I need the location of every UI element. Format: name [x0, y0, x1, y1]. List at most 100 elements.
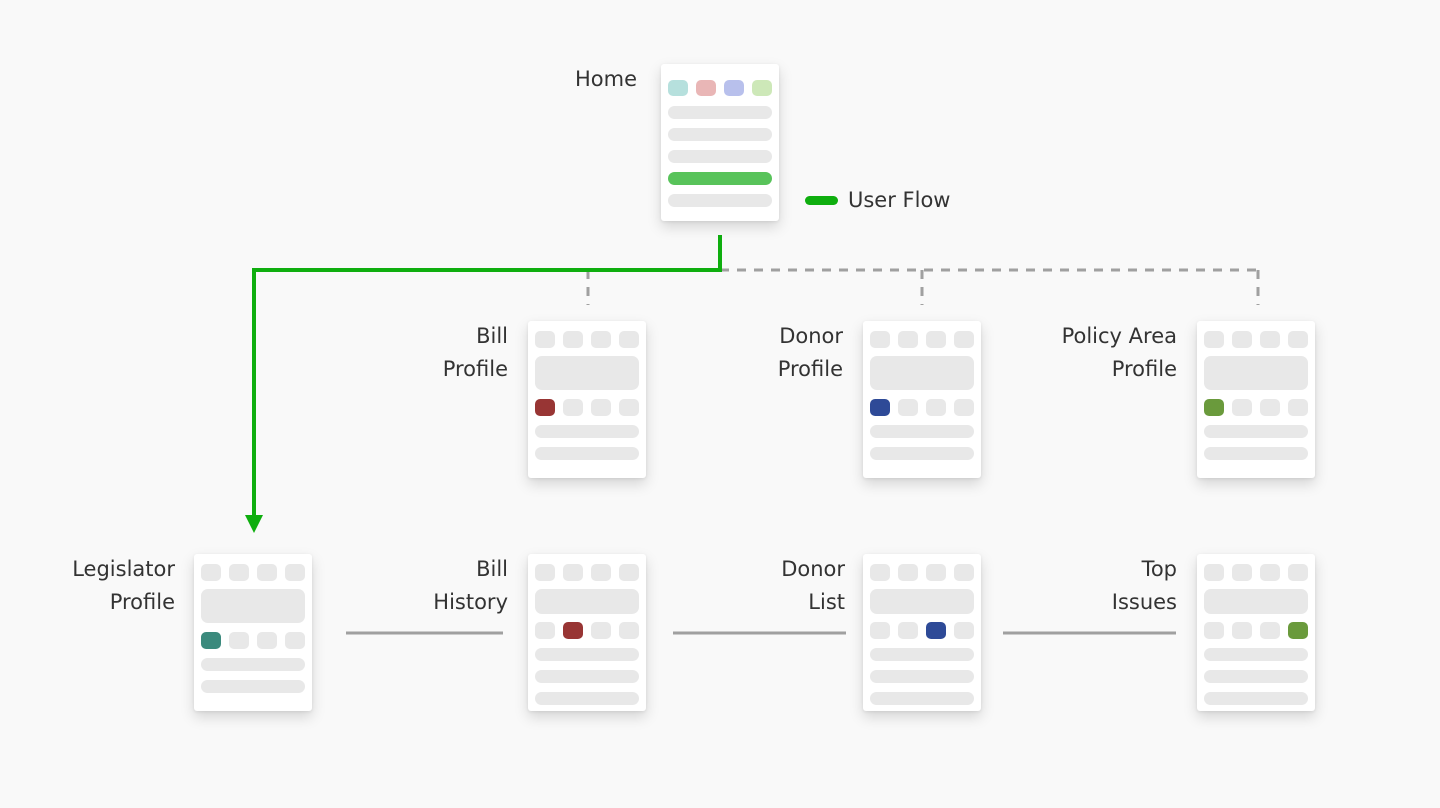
placeholder-square [257, 632, 277, 649]
placeholder-bar [535, 425, 639, 438]
placeholder-row [535, 622, 639, 639]
placeholder-square [898, 564, 918, 581]
placeholder-bar [535, 447, 639, 460]
legislator-accent-square [201, 632, 221, 649]
placeholder-square [954, 331, 974, 348]
placeholder-square [1232, 622, 1252, 639]
teal-swatch [668, 80, 688, 96]
placeholder-bar [870, 648, 974, 661]
placeholder-row [1204, 622, 1308, 639]
placeholder-square [591, 564, 611, 581]
legend-label: User Flow [848, 188, 951, 212]
bill-profile-label: Bill Profile [442, 324, 508, 381]
placeholder-square [926, 399, 946, 416]
donor-list-label: Donor List [781, 557, 845, 614]
placeholder-square [591, 399, 611, 416]
placeholder-block [535, 589, 639, 614]
placeholder-bar [1204, 692, 1308, 705]
placeholder-row [870, 399, 974, 416]
placeholder-row [1204, 331, 1308, 348]
placeholder-bar [668, 150, 772, 163]
placeholder-square [619, 331, 639, 348]
placeholder-square [591, 622, 611, 639]
placeholder-bar [668, 106, 772, 119]
placeholder-square [229, 564, 249, 581]
placeholder-block [1204, 589, 1308, 614]
placeholder-block [870, 589, 974, 614]
placeholder-square [1204, 331, 1224, 348]
top-issues-label: Top Issues [1111, 557, 1177, 614]
placeholder-square [954, 622, 974, 639]
placeholder-square [926, 564, 946, 581]
placeholder-square [1288, 331, 1308, 348]
placeholder-row [870, 331, 974, 348]
placeholder-row [1204, 399, 1308, 416]
placeholder-row [535, 564, 639, 581]
legend: User Flow [805, 188, 950, 212]
placeholder-bar [1204, 447, 1308, 460]
placeholder-square [201, 564, 221, 581]
placeholder-bar [870, 425, 974, 438]
highlighted-bar [668, 172, 772, 185]
policy-accent-square [1204, 399, 1224, 416]
user-flow-arrowhead [245, 515, 263, 533]
user-flow-line [252, 235, 722, 518]
placeholder-bar [201, 680, 305, 693]
placeholder-row [1204, 564, 1308, 581]
placeholder-block [535, 356, 639, 390]
placeholder-square [563, 399, 583, 416]
placeholder-square [954, 564, 974, 581]
placeholder-row [668, 80, 772, 96]
placeholder-row [535, 331, 639, 348]
placeholder-square [619, 564, 639, 581]
policy-area-profile-card [1197, 321, 1315, 478]
bill-accent-square [563, 622, 583, 639]
home-card [661, 64, 779, 221]
placeholder-bar [1204, 670, 1308, 683]
placeholder-row [870, 564, 974, 581]
placeholder-bar [870, 692, 974, 705]
placeholder-bar [535, 648, 639, 661]
top-issues-card [1197, 554, 1315, 711]
bill-history-label: Bill History [433, 557, 508, 614]
legislator-profile-card [194, 554, 312, 711]
placeholder-square [898, 622, 918, 639]
placeholder-square [1260, 622, 1280, 639]
bill-history-card [528, 554, 646, 711]
policy-area-profile-label: Policy Area Profile [1061, 324, 1177, 381]
placeholder-bar [870, 447, 974, 460]
user-flow-swatch [805, 195, 838, 205]
placeholder-square [1288, 399, 1308, 416]
placeholder-bar [535, 670, 639, 683]
placeholder-square [535, 331, 555, 348]
placeholder-block [1204, 356, 1308, 390]
placeholder-square [1232, 399, 1252, 416]
placeholder-square [619, 622, 639, 639]
placeholder-bar [1204, 425, 1308, 438]
pink-swatch [696, 80, 716, 96]
placeholder-row [870, 622, 974, 639]
placeholder-bar [201, 658, 305, 671]
placeholder-square [563, 564, 583, 581]
placeholder-row [535, 399, 639, 416]
placeholder-square [870, 622, 890, 639]
placeholder-square [257, 564, 277, 581]
placeholder-square [1260, 399, 1280, 416]
placeholder-square [954, 399, 974, 416]
dashed-link-home-to-profiles [586, 268, 1260, 305]
placeholder-square [563, 331, 583, 348]
placeholder-bar [870, 670, 974, 683]
bill-profile-card [528, 321, 646, 478]
placeholder-square [229, 632, 249, 649]
placeholder-block [870, 356, 974, 390]
blue-swatch [724, 80, 744, 96]
placeholder-square [535, 622, 555, 639]
donor-accent-square [870, 399, 890, 416]
placeholder-square [591, 331, 611, 348]
green-swatch [752, 80, 772, 96]
placeholder-square [1232, 564, 1252, 581]
placeholder-row [201, 564, 305, 581]
placeholder-square [1260, 564, 1280, 581]
donor-profile-card [863, 321, 981, 478]
